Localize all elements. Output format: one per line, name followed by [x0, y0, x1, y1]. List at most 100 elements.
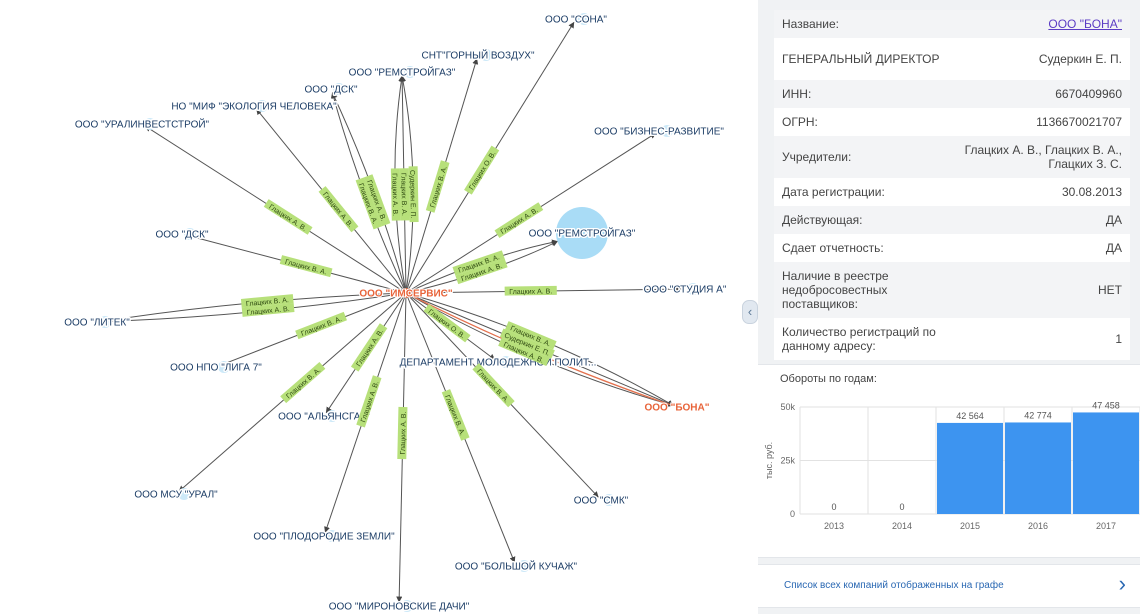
node-bubble[interactable] [556, 207, 608, 259]
edge-label-text: Глацких В. А. [285, 367, 322, 401]
graph-node-label[interactable]: ООО "ДСК" [154, 228, 210, 242]
graph-node-label[interactable]: ДЕПАРТАМЕНТ МОЛОДЕЖНОЙ ПОЛИТ... [398, 354, 598, 370]
graph-node-studia[interactable]: ООО "СТУДИЯ А" [642, 283, 728, 297]
graph-edge-label: Глацких В. А. [240, 294, 294, 308]
graph-node-label[interactable]: ООО "СТУДИЯ А" [642, 283, 728, 297]
hub-label[interactable]: ООО "ИМСЕРВИС" [358, 288, 454, 301]
edge-label-text: Глацких В. А. [399, 173, 407, 216]
all-companies-list-label: Список всех компаний отображенных на гра… [784, 580, 1004, 591]
graph-node-bona[interactable]: ООО "БОНА" [643, 402, 710, 415]
edge-label-bg [472, 363, 515, 408]
graph-hub-node[interactable]: ООО "ИМСЕРВИС" [358, 288, 454, 301]
chart-title: Обороты по годам: [780, 373, 877, 385]
y-tick-label: 25k [780, 456, 795, 466]
graph-node-dsk1[interactable]: ООО "ДСК" [303, 83, 359, 97]
company-info-table: Название: ООО "БОНА" ГЕНЕРАЛЬНЫЙ ДИРЕКТО… [774, 10, 1130, 360]
node-bubble[interactable] [178, 488, 190, 500]
graph-node-label[interactable]: ООО "МИРОНОВСКИЕ ДАЧИ" [327, 600, 471, 614]
chart-bar-2017[interactable] [1073, 412, 1139, 514]
edge-label-text: Глацких А. В. [321, 191, 354, 229]
chart-bar-2015[interactable] [937, 422, 1003, 514]
node-bubble[interactable] [218, 361, 230, 373]
x-tick-label: 2015 [960, 521, 980, 531]
edge-label-bg [498, 337, 550, 366]
graph-node-remstroy2[interactable]: ООО "РЕМСТРОЙГАЗ" [527, 207, 637, 259]
edge-label-bg [441, 389, 470, 441]
info-row-registry: Наличие в реестре недобросовестных поста… [774, 262, 1130, 318]
graph-node-npo[interactable]: ООО НПО "ЛИГА 7" [169, 361, 264, 375]
graph-node-alyans[interactable]: ООО "АЛЬЯНСГАЗ" [277, 410, 372, 424]
graph-node-label[interactable]: ООО "БОНА" [643, 402, 710, 415]
graph-node-label[interactable]: ООО "ПЛОДОРОДИЕ ЗЕМЛИ" [252, 530, 397, 544]
chart-bar-2016[interactable] [1005, 422, 1071, 514]
edge-label-bg [241, 302, 295, 317]
chevron-left-icon: ‹ [747, 304, 753, 319]
graph-node-label[interactable]: ООО "РЕМСТРОЙГАЗ" [347, 64, 457, 80]
node-bubble[interactable] [401, 600, 413, 612]
graph-node-label[interactable]: СНТ"ГОРНЫЙ ВОЗДУХ" [420, 47, 537, 63]
edge-label-text: Глацких В. А. [430, 165, 449, 208]
graph-node-kuchazh[interactable]: ООО "БОЛЬШОЙ КУЧАЖ" [453, 558, 579, 574]
graph-node-dsk2[interactable]: ООО "ДСК" [154, 228, 210, 242]
edge-label-bg [499, 328, 555, 359]
node-bubble[interactable] [326, 410, 338, 422]
graph-node-label[interactable]: ООО "БОЛЬШОЙ КУЧАЖ" [453, 558, 579, 574]
graph-canvas[interactable]: ООО "СОНА"СНТ"ГОРНЫЙ ВОЗДУХ"ООО "РЕМСТРО… [0, 0, 752, 614]
graph-node-label[interactable]: НО "МИФ "ЭКОЛОГИЯ ЧЕЛОВЕКА" [170, 100, 339, 114]
graph-node-label[interactable]: ООО "СОНА" [544, 13, 609, 27]
node-bubble[interactable] [603, 494, 615, 506]
node-bubble[interactable] [333, 83, 345, 95]
collapse-panel-button[interactable]: ‹ [742, 300, 758, 324]
edge-label-text: Глацких А. В. [247, 306, 290, 317]
graph-node-label[interactable]: ООО "РЕМСТРОЙГАЗ" [527, 225, 637, 241]
company-graph[interactable]: ООО "СОНА"СНТ"ГОРНЫЙ ВОЗДУХ"ООО "РЕМСТРО… [0, 0, 752, 614]
graph-node-label[interactable]: ООО "УРАЛИНВЕСТСТРОЙ" [73, 116, 211, 132]
node-bubble[interactable] [518, 560, 530, 572]
graph-node-plodorodie[interactable]: ООО "ПЛОДОРОДИЕ ЗЕМЛИ" [252, 530, 397, 544]
graph-node-label[interactable]: ООО "БИЗНЕС-РАЗВИТИЕ" [593, 125, 726, 139]
graph-node-label[interactable]: ООО "АЛЬЯНСГАЗ" [277, 410, 372, 424]
graph-edge-label: Глацких В. А. [472, 363, 515, 408]
hub-dot[interactable] [401, 288, 411, 298]
bar-value-label: 0 [831, 502, 836, 512]
graph-node-label[interactable]: ООО НПО "ЛИГА 7" [169, 361, 264, 375]
graph-node-snt[interactable]: СНТ"ГОРНЫЙ ВОЗДУХ" [420, 47, 537, 63]
node-bubble[interactable] [144, 118, 156, 130]
graph-node-departament[interactable]: ДЕПАРТАМЕНТ МОЛОДЕЖНОЙ ПОЛИТ... [398, 354, 598, 370]
graph-node-uralinvest[interactable]: ООО "УРАЛИНВЕСТСТРОЙ" [73, 116, 211, 132]
graph-node-label[interactable]: ООО "ЛИТЕК" [63, 316, 132, 330]
node-bubble[interactable] [99, 316, 111, 328]
node-bubble[interactable] [578, 13, 590, 25]
graph-edge-label: Глацких А. В. [241, 302, 295, 317]
all-companies-list-link[interactable]: Список всех компаний отображенных на гра… [758, 564, 1140, 608]
info-row-name: Название: ООО "БОНА" [774, 10, 1130, 38]
graph-node-label[interactable]: ООО МСУ "УРАЛ" [133, 488, 220, 502]
node-bubble[interactable] [326, 530, 338, 542]
graph-node-litek[interactable]: ООО "ЛИТЕК" [63, 316, 132, 330]
edge-label-bg [356, 375, 382, 428]
graph-node-msu[interactable]: ООО МСУ "УРАЛ" [133, 488, 220, 502]
info-row-inn: ИНН: 6670409960 [774, 80, 1130, 108]
node-bubble[interactable] [687, 283, 699, 295]
graph-node-mif[interactable]: НО "МИФ "ЭКОЛОГИЯ ЧЕЛОВЕКА" [170, 100, 339, 114]
node-bubble[interactable] [500, 356, 512, 368]
node-bubble[interactable] [184, 228, 196, 240]
node-bubble[interactable] [404, 66, 416, 78]
y-tick-label: 0 [790, 509, 795, 519]
graph-node-biznes[interactable]: ООО "БИЗНЕС-РАЗВИТИЕ" [593, 125, 726, 139]
node-bubble[interactable] [480, 49, 492, 61]
graph-edge-label: Судеркин Е. П. [408, 166, 419, 223]
node-bubble[interactable] [256, 100, 268, 112]
graph-node-mironov[interactable]: ООО "МИРОНОВСКИЕ ДАЧИ" [327, 600, 471, 614]
graph-node-remstroy1[interactable]: ООО "РЕМСТРОЙГАЗ" [347, 64, 457, 80]
graph-node-smk[interactable]: ООО "СМК" [572, 494, 630, 508]
graph-node-label[interactable]: ООО "СМК" [572, 494, 630, 508]
edge-label-bg [397, 406, 408, 460]
edge-label-bg [280, 362, 326, 404]
company-name-link[interactable]: ООО "БОНА" [1048, 17, 1122, 31]
graph-node-label[interactable]: ООО "ДСК" [303, 83, 359, 97]
info-row-active: Действующая: ДА [774, 206, 1130, 234]
node-bubble[interactable] [661, 125, 673, 137]
graph-node-sona[interactable]: ООО "СОНА" [544, 13, 609, 27]
